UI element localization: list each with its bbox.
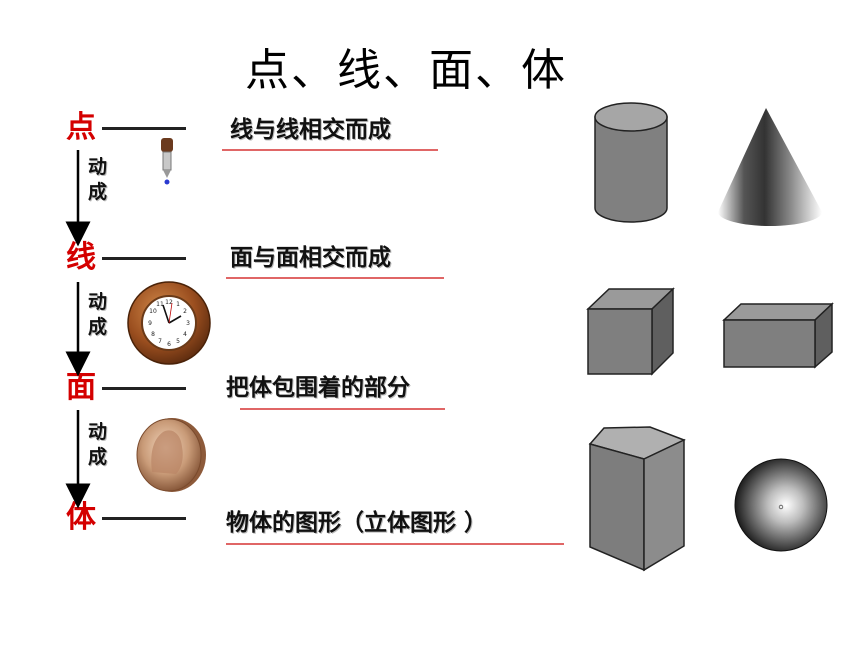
svg-text:10: 10: [149, 308, 157, 315]
svg-text:6: 6: [167, 341, 171, 348]
definition-surface: 把体包围着的部分: [226, 375, 410, 401]
svg-text:2: 2: [183, 308, 187, 315]
sphere-icon: [734, 458, 828, 552]
pentagonal-prism-icon: [588, 426, 686, 572]
svg-text:7: 7: [158, 338, 162, 345]
cube-icon: [586, 287, 675, 376]
definition-underline: [222, 149, 438, 151]
svg-text:9: 9: [148, 320, 152, 327]
coin-icon: [136, 418, 206, 492]
motion-label: 动 成: [88, 156, 108, 203]
svg-text:12: 12: [165, 299, 173, 306]
motion-label: 动 成: [88, 291, 108, 338]
term-point: 点: [66, 110, 96, 145]
svg-text:5: 5: [176, 338, 180, 345]
term-dash: [102, 127, 186, 130]
motion-label: 动 成: [88, 421, 108, 468]
definition-line: 面与面相交而成: [230, 245, 391, 271]
definition-underline: [226, 543, 564, 545]
svg-text:11: 11: [156, 301, 164, 308]
definition-solid: 物体的图形（立体图形 ）: [226, 510, 488, 536]
definition-underline: [240, 408, 445, 410]
cone-icon: [718, 108, 822, 226]
cylinder-icon: [594, 102, 668, 223]
svg-text:1: 1: [176, 301, 180, 308]
svg-text:4: 4: [183, 331, 187, 338]
svg-text:3: 3: [186, 320, 190, 327]
pen-tip-icon: [161, 138, 173, 185]
definition-underline: [226, 277, 444, 279]
term-dash: [102, 517, 186, 520]
term-dash: [102, 387, 186, 390]
term-dash: [102, 257, 186, 260]
page-title: 点、线、面、体: [245, 45, 567, 96]
definition-point: 线与线相交而成: [230, 117, 391, 143]
svg-text:8: 8: [151, 331, 155, 338]
cuboid-icon: [722, 302, 834, 369]
